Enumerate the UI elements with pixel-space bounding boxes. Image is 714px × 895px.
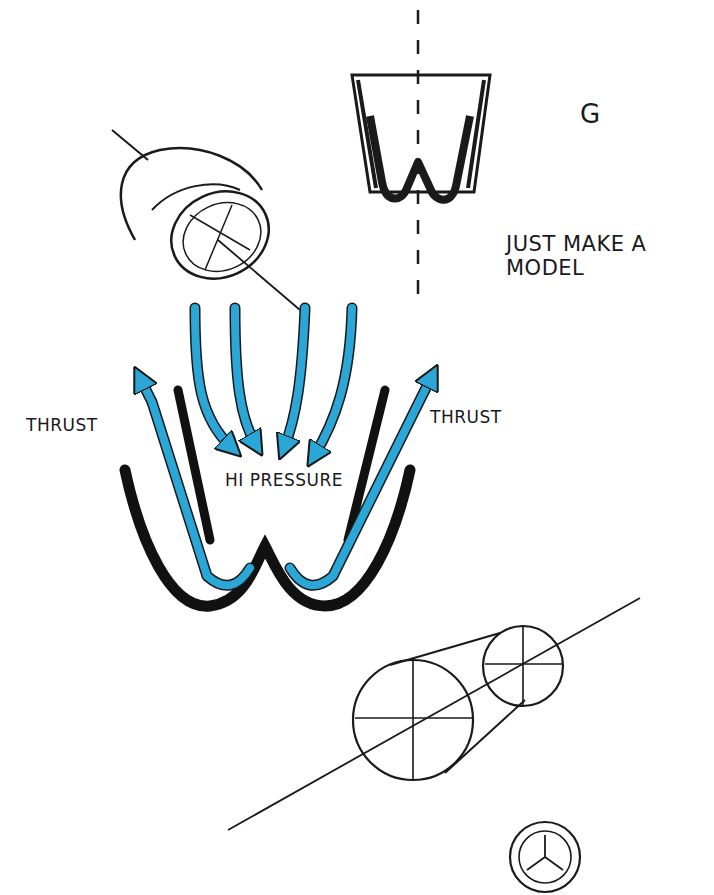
cylinder-side [390, 633, 525, 773]
w-shell [125, 470, 410, 606]
sheet-mark: G [580, 100, 601, 130]
force-label: THRUST [26, 416, 98, 436]
leader-line [218, 240, 300, 310]
w-shell-small [370, 116, 470, 200]
fan-inner [172, 190, 272, 284]
note: JUST MAKE A MODEL [506, 232, 656, 280]
force-label: THRUST [430, 408, 502, 428]
fan-mouth [157, 176, 283, 294]
outflow-arrows [140, 376, 432, 585]
crosshair [355, 627, 562, 780]
fan-band [152, 184, 240, 210]
y-spokes [527, 835, 563, 870]
axis-line [417, 10, 420, 300]
hub-inner [519, 831, 571, 883]
inflow-arrows [195, 308, 352, 456]
hub-circle [510, 822, 580, 892]
axis-line [228, 598, 640, 830]
region-label: HI PRESSURE [222, 470, 346, 492]
